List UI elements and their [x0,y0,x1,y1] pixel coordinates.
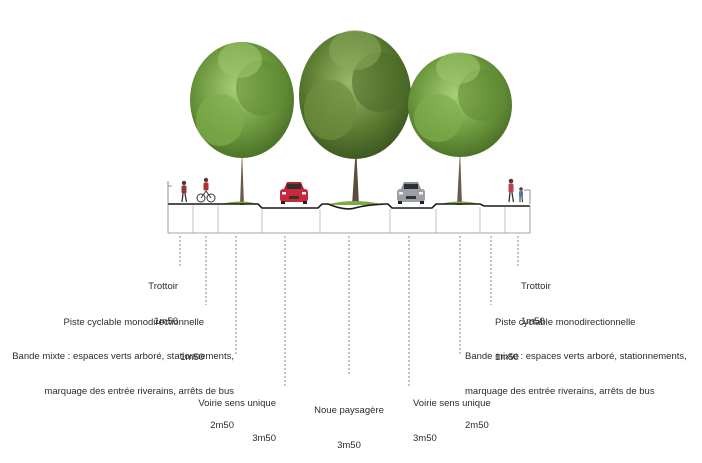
label-text: Bande mixte : espaces verts arboré, stat… [12,351,234,362]
car-red [280,182,308,204]
label-dimension: 3m50 [337,439,361,451]
tree-center [299,30,411,205]
label-text: Voirie sens unique [198,398,276,409]
label-dimension: 1m50 [154,315,178,327]
label-left-trottoir: Trottoir 1m50 [148,258,178,339]
pedestrian-left [181,180,188,203]
label-text: Bande mixte : espaces verts arboré, stat… [465,351,687,362]
label-text: Piste cyclable monodirectionnelle [495,317,636,328]
child-right [519,187,524,203]
tree-right [408,52,512,205]
label-text: marquage des entrée riverains, arrêts de… [465,385,655,397]
car-grey [397,182,425,204]
railing-right [524,189,531,204]
road-profile [167,203,531,234]
label-text: Voirie sens unique [413,398,491,409]
railing-left [167,181,172,204]
pedestrian-right [508,178,515,203]
label-text: marquage des entrée riverains, arrêts de… [44,385,234,397]
cyclist-left [196,177,216,203]
label-right-trottoir: Trottoir 1m50 [521,258,551,339]
label-dimension: 1m50 [495,351,519,363]
label-dimension: 1m50 [521,315,545,327]
tree-left [190,42,294,205]
leader-lines [179,236,519,388]
label-left-piste: Piste cyclable monodirectionnelle 1m50 [64,294,204,375]
label-dimension: 1m50 [180,351,204,363]
label-text: Trottoir [521,281,551,292]
street-cross-section [167,30,531,388]
label-dimension: 3m50 [252,432,276,444]
label-center-noue: Noue paysagère 3m50 [299,382,399,463]
label-right-piste: Piste cyclable monodirectionnelle 1m50 [495,294,635,375]
label-text: Piste cyclable monodirectionnelle [63,317,204,328]
label-text: Trottoir [148,281,178,292]
label-dimension: 2m50 [465,420,489,431]
label-left-voirie: Voirie sens unique 3m50 [198,375,276,456]
